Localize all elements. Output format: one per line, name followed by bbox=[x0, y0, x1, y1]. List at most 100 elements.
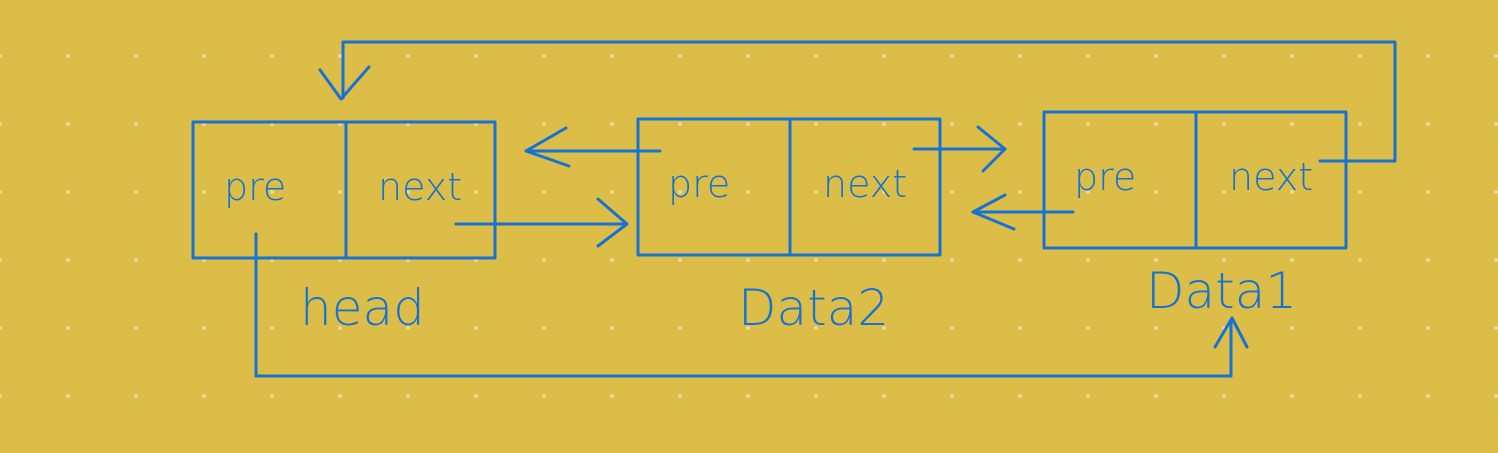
grid-dot bbox=[678, 326, 682, 330]
arrow-head-next-to-data2 bbox=[454, 197, 629, 248]
grid-dot bbox=[0, 54, 2, 58]
grid-dot bbox=[610, 122, 614, 126]
grid-dot bbox=[1358, 122, 1362, 126]
grid-dot bbox=[1358, 54, 1362, 58]
node-data2: pre next Data2 bbox=[636, 117, 942, 337]
grid-dot bbox=[0, 190, 2, 194]
grid-dot bbox=[814, 394, 818, 398]
grid-dot bbox=[134, 190, 138, 194]
grid-dot bbox=[134, 326, 138, 330]
grid-dot bbox=[474, 190, 478, 194]
node-data1-pre-field: pre bbox=[1074, 155, 1136, 199]
grid-dot bbox=[1290, 258, 1294, 262]
node-data2-pre-field: pre bbox=[668, 162, 730, 206]
grid-dot bbox=[678, 190, 682, 194]
grid-dot bbox=[270, 326, 274, 330]
grid-dot bbox=[542, 190, 546, 194]
grid-dot bbox=[882, 54, 886, 58]
grid-dot bbox=[1086, 54, 1090, 58]
grid-dot bbox=[1290, 54, 1294, 58]
grid-dot bbox=[950, 258, 954, 262]
grid-dot bbox=[1222, 122, 1226, 126]
grid-dot bbox=[0, 326, 2, 330]
grid-dot bbox=[1290, 326, 1294, 330]
grid-dot bbox=[338, 394, 342, 398]
grid-dot bbox=[542, 394, 546, 398]
node-head-next-field: next bbox=[378, 165, 462, 209]
grid-dot bbox=[1154, 258, 1158, 262]
grid-dot bbox=[882, 326, 886, 330]
grid-dot bbox=[950, 54, 954, 58]
grid-dot bbox=[1494, 326, 1498, 330]
grid-dot bbox=[1154, 326, 1158, 330]
grid-dot bbox=[1290, 394, 1294, 398]
node-data1-next-field: next bbox=[1229, 155, 1313, 199]
grid-dot bbox=[66, 122, 70, 126]
grid-dot bbox=[1086, 122, 1090, 126]
arrow-data1-next-to-head bbox=[318, 40, 1397, 163]
grid-dot bbox=[270, 190, 274, 194]
grid-dot bbox=[814, 122, 818, 126]
node-head-label: head bbox=[300, 279, 425, 337]
node-data2-label: Data2 bbox=[738, 279, 889, 337]
grid-dot bbox=[66, 394, 70, 398]
grid-dot bbox=[338, 326, 342, 330]
grid-dot bbox=[814, 326, 818, 330]
grid-dot bbox=[1426, 122, 1430, 126]
grid-dot bbox=[814, 258, 818, 262]
node-data2-next-field: next bbox=[823, 162, 907, 206]
grid-dot bbox=[542, 326, 546, 330]
grid-dot bbox=[1222, 54, 1226, 58]
node-head: pre next head bbox=[191, 120, 497, 337]
grid-dot bbox=[1290, 122, 1294, 126]
node-data1: pre next Data1 bbox=[1042, 110, 1348, 320]
grid-dot bbox=[1290, 190, 1294, 194]
grid-dot bbox=[134, 54, 138, 58]
grid-dot bbox=[202, 190, 206, 194]
grid-dot bbox=[1494, 190, 1498, 194]
grid-dot bbox=[270, 54, 274, 58]
grid-dot bbox=[202, 394, 206, 398]
grid-dot bbox=[882, 258, 886, 262]
dot-grid-background bbox=[0, 54, 1498, 398]
grid-dot bbox=[678, 54, 682, 58]
grid-dot bbox=[338, 190, 342, 194]
grid-dot bbox=[1358, 258, 1362, 262]
grid-dot bbox=[1018, 258, 1022, 262]
grid-dot bbox=[610, 54, 614, 58]
grid-dot bbox=[610, 258, 614, 262]
grid-dot bbox=[474, 326, 478, 330]
grid-dot bbox=[542, 54, 546, 58]
grid-dot bbox=[1358, 190, 1362, 194]
grid-dot bbox=[202, 54, 206, 58]
grid-dot bbox=[950, 190, 954, 194]
grid-dot bbox=[406, 326, 410, 330]
grid-dot bbox=[474, 54, 478, 58]
grid-dot bbox=[1222, 394, 1226, 398]
grid-dot bbox=[0, 122, 2, 126]
grid-dot bbox=[474, 394, 478, 398]
grid-dot bbox=[1494, 394, 1498, 398]
grid-dot bbox=[1154, 394, 1158, 398]
grid-dot bbox=[66, 326, 70, 330]
grid-dot bbox=[950, 394, 954, 398]
grid-dot bbox=[610, 394, 614, 398]
grid-dot bbox=[338, 54, 342, 58]
grid-dot bbox=[1154, 54, 1158, 58]
grid-dot bbox=[542, 258, 546, 262]
grid-dot bbox=[746, 326, 750, 330]
grid-dot bbox=[1358, 326, 1362, 330]
grid-dot bbox=[814, 54, 818, 58]
grid-dot bbox=[1018, 394, 1022, 398]
grid-dot bbox=[1494, 258, 1498, 262]
grid-dot bbox=[0, 394, 2, 398]
node-head-pre-field: pre bbox=[224, 165, 286, 209]
grid-dot bbox=[1018, 326, 1022, 330]
grid-dot bbox=[746, 54, 750, 58]
grid-dot bbox=[678, 258, 682, 262]
grid-dot bbox=[134, 258, 138, 262]
grid-dot bbox=[1154, 122, 1158, 126]
arrow-data2-next-to-data1 bbox=[912, 125, 1007, 173]
